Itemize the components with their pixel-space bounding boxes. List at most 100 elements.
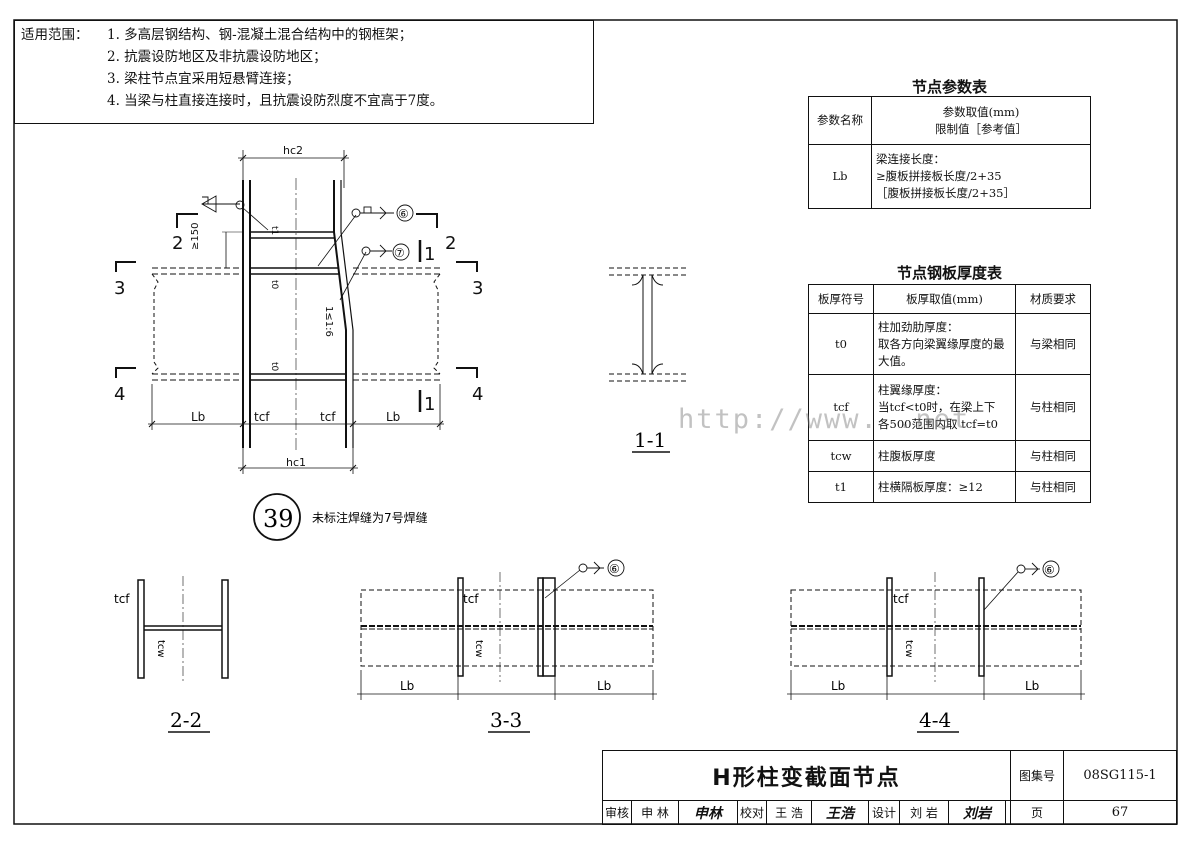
section-4-4-label: 4-4 — [919, 708, 951, 732]
t1-label: t1 — [269, 226, 279, 235]
cut-1-bottom: 1 — [424, 394, 435, 415]
plate-val-line: 取各方向梁翼缘厚度的最 — [878, 336, 1005, 351]
tcf-left-label: tcf — [254, 410, 270, 424]
section-1-1-drawing — [609, 267, 686, 382]
check-signature: 王浩 — [811, 800, 869, 825]
sec44-tcf: tcf — [893, 592, 909, 606]
plate-mat: 与柱相同 — [1015, 440, 1091, 472]
lb-left-label: Lb — [191, 410, 205, 424]
atlas-label: 图集号 — [1010, 750, 1064, 801]
cut-4-right: 4 — [472, 384, 483, 405]
review-name: 申 林 — [631, 800, 679, 825]
plate-val-line: 柱加劲肋厚度： — [878, 319, 959, 334]
param-table: 参数名称 参数取值(mm) 限制值［参考值］ Lb 梁连接长度： ≥腹板拼接板长… — [808, 96, 1091, 209]
sec22-tcf: tcf — [114, 592, 130, 606]
param-row-value: 梁连接长度： ≥腹板拼接板长度/2+35 ［腹板拼接板长度/2+35］ — [871, 144, 1091, 209]
design-signature: 刘岩 — [948, 800, 1006, 825]
plate-head-val: 板厚取值(mm) — [873, 284, 1016, 314]
scope-header: 适用范围： — [21, 27, 89, 43]
atlas-number: 08SG115-1 — [1063, 750, 1177, 801]
scope-item: 2. 抗震设防地区及非抗震设防地区； — [107, 49, 327, 65]
param-table-title: 节点参数表 — [911, 78, 987, 96]
plate-sym: t0 — [808, 313, 874, 375]
scope-item: 4. 当梁与柱直接连接时，且抗震设防烈度不宜高于7度。 — [107, 93, 444, 109]
table-row: t0 柱加劲肋厚度： 取各方向梁翼缘厚度的最 大值。 与梁相同 — [808, 313, 1091, 375]
plate-head-mat: 材质要求 — [1015, 284, 1091, 314]
t0-top-label: t0 — [269, 280, 279, 290]
param-row-value-3: ［腹板拼接板长度/2+35］ — [876, 186, 1015, 200]
section-2-2-label: 2-2 — [170, 708, 202, 732]
review-label: 审核 — [602, 800, 632, 825]
plate-val-line: 大值。 — [878, 353, 913, 368]
hc1-label: hc1 — [286, 456, 306, 469]
plate-val-line: 柱翼缘厚度： — [878, 383, 947, 397]
sec33-weld: ⑥ — [609, 562, 620, 576]
detail-number: 39 — [263, 505, 294, 533]
page-number: 67 — [1063, 800, 1177, 825]
dim-150-label: ≥150 — [190, 223, 201, 250]
title-block: H形柱变截面节点 图集号 08SG115-1 审核 申 林 申林 校对 王 浩 … — [602, 750, 1177, 825]
plate-val: 柱横隔板厚度：≥12 — [873, 471, 1016, 503]
param-head-value-2: 限制值［参考值］ — [935, 121, 1027, 136]
param-row-value-2: ≥腹板拼接板长度/2+35 — [876, 169, 1002, 183]
hc2-label: hc2 — [283, 144, 303, 157]
design-name: 刘 岩 — [899, 800, 949, 825]
param-head-value-1: 参数取值(mm) — [942, 104, 1020, 119]
param-row-name: Lb — [808, 144, 872, 209]
check-label: 校对 — [737, 800, 767, 825]
plate-val: 柱腹板厚度 — [873, 440, 1016, 472]
sec44-lb-left: Lb — [831, 679, 845, 693]
main-elevation-labels: hc2 hc1 Lb Lb tcf tcf t1 t0 t0 ≥150 1≤1:… — [114, 144, 483, 469]
table-row: t1 柱横隔板厚度：≥12 与柱相同 — [808, 471, 1091, 503]
plate-val: 柱加劲肋厚度： 取各方向梁翼缘厚度的最 大值。 — [873, 313, 1016, 375]
scope-box: 适用范围： 1. 多高层钢结构、钢-混凝土混合结构中的钢框架； 2. 抗震设防地… — [14, 20, 594, 124]
sec44-weld: ⑥ — [1044, 563, 1055, 577]
main-elevation — [115, 150, 478, 474]
plate-val-line: 各500范围内取 tcf=t0 — [878, 417, 998, 431]
sec44-lb-right: Lb — [1025, 679, 1039, 693]
param-head-value: 参数取值(mm) 限制值［参考值］ — [871, 96, 1091, 145]
t0-bottom-label: t0 — [269, 362, 279, 372]
sheet-frame — [13, 19, 1178, 825]
section-1-1-label: 1-1 — [634, 428, 666, 452]
section-3-3-label: 3-3 — [490, 708, 522, 732]
drawing-title: H形柱变截面节点 — [602, 750, 1011, 801]
page-label: 页 — [1010, 800, 1064, 825]
plate-table-title: 节点钢板厚度表 — [896, 264, 1002, 282]
plate-mat: 与柱相同 — [1015, 471, 1091, 503]
plate-mat: 与柱相同 — [1015, 374, 1091, 441]
plate-head-sym: 板厚符号 — [808, 284, 874, 314]
cut-2-right: 2 — [445, 233, 456, 254]
plate-val: 柱翼缘厚度： 当tcf<t0时，在梁上下 各500范围内取 tcf=t0 — [873, 374, 1016, 441]
scope-item: 3. 梁柱节点宜采用短悬臂连接； — [107, 71, 300, 87]
watermark: http://www. .net — [678, 404, 971, 435]
weld-7-mark: ⑦ — [394, 246, 405, 260]
detail-number-circle — [253, 493, 301, 541]
plate-sym: tcw — [808, 440, 874, 472]
sec33-tcw: tcw — [473, 640, 484, 658]
sec33-tcf: tcf — [463, 592, 479, 606]
lb-right-label: Lb — [386, 410, 400, 424]
check-name: 王 浩 — [766, 800, 812, 825]
table-row: tcf 柱翼缘厚度： 当tcf<t0时，在梁上下 各500范围内取 tcf=t0… — [808, 374, 1091, 441]
table-row: tcw 柱腹板厚度 与柱相同 — [808, 440, 1091, 472]
plate-val-line: 当tcf<t0时，在梁上下 — [878, 400, 996, 414]
cut-3-left: 3 — [114, 278, 125, 299]
section-2-2-drawing — [137, 576, 229, 682]
scope-list: 1. 多高层钢结构、钢-混凝土混合结构中的钢框架； 2. 抗震设防地区及非抗震设… — [107, 24, 443, 112]
plate-sym: t1 — [808, 471, 874, 503]
section-3-3-drawing — [357, 559, 657, 700]
sec22-tcw: tcw — [155, 640, 166, 658]
plate-mat: 与梁相同 — [1015, 313, 1091, 375]
design-label: 设计 — [868, 800, 900, 825]
cut-4-left: 4 — [114, 384, 125, 405]
cut-2-left: 2 — [172, 233, 183, 254]
plate-table: 板厚符号 板厚取值(mm) 材质要求 t0 柱加劲肋厚度： 取各方向梁翼缘厚度的… — [808, 284, 1091, 503]
slope-label: 1≤1:6 — [323, 306, 334, 337]
sec33-lb-right: Lb — [597, 679, 611, 693]
tcf-right-label: tcf — [320, 410, 336, 424]
sec44-tcw: tcw — [903, 640, 914, 658]
param-head-name: 参数名称 — [808, 96, 872, 145]
section-4-4-drawing — [787, 560, 1085, 700]
